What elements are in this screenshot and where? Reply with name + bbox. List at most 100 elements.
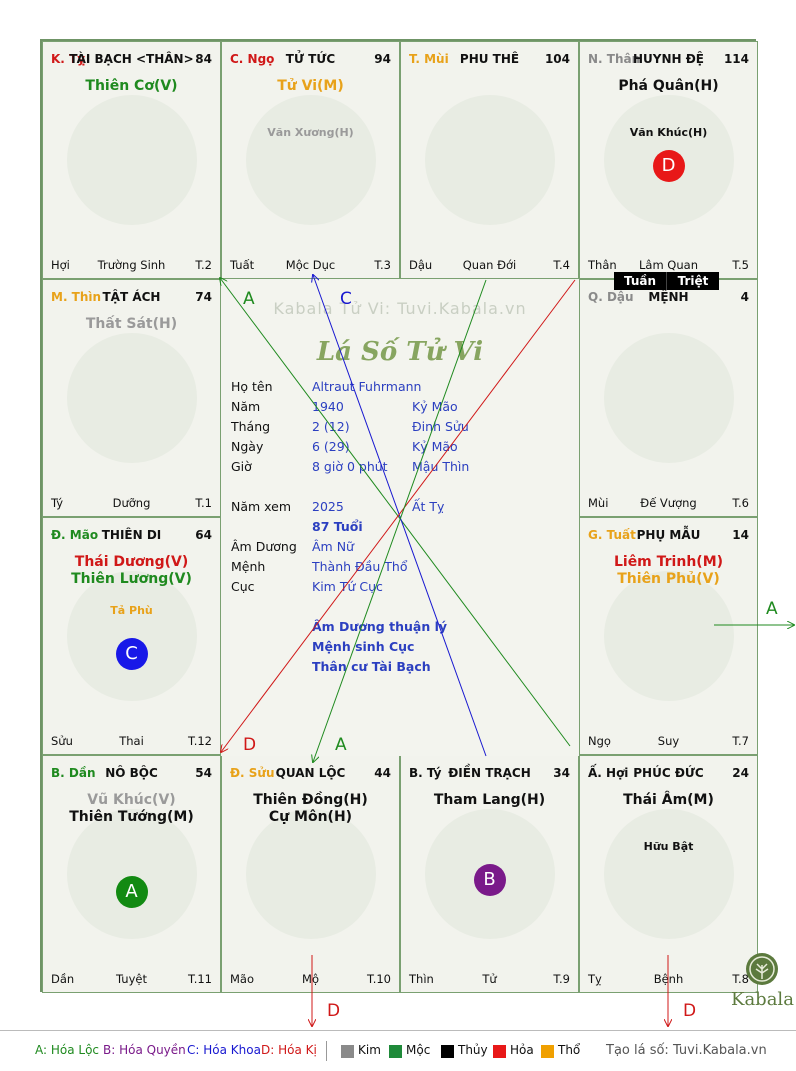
tho-swatch <box>541 1045 554 1058</box>
palace-number: 14 <box>732 528 749 542</box>
palace-stage: Trường Sinh <box>97 258 166 272</box>
palace-stage: Lâm Quan <box>639 258 698 272</box>
palace-term: T.2 <box>195 258 212 272</box>
palace-branch: Q. Dậu <box>588 290 634 304</box>
palace-branch: T. Mùi <box>409 52 449 66</box>
major-star: Vũ Khúc(V) <box>87 792 176 808</box>
palace-sub-branch: Tỵ <box>588 972 602 986</box>
palace-name: PHÚC ĐỨC <box>633 766 704 780</box>
zodiac-animal-icon <box>603 809 734 939</box>
zodiac-animal-icon <box>66 333 197 463</box>
palace-term: T.12 <box>188 734 212 748</box>
legend-tho: Thổ <box>558 1043 581 1057</box>
major-star: Thiên Đồng(H) <box>253 792 368 808</box>
palace-branch: Ấ. Hợi <box>588 766 629 780</box>
info-value: 87 Tuổi <box>312 519 363 534</box>
tree-icon <box>746 953 778 985</box>
info-can-chi: Ất Tỵ <box>412 499 445 514</box>
palace-sub-branch: Ngọ <box>588 734 611 748</box>
major-star: Thái Âm(M) <box>623 792 714 808</box>
major-star: Phá Quân(H) <box>618 78 719 94</box>
palace-stage: Tuyệt <box>116 972 147 986</box>
line-label-d3: D <box>683 1001 696 1021</box>
major-star: Thiên Lương(V) <box>71 571 192 587</box>
minor-star: Văn Khúc(H) <box>629 126 708 139</box>
minor-star: Văn Xương(H) <box>267 126 354 139</box>
info-can-chi: Mậu Thìn <box>412 459 470 474</box>
palace-stage: Mộc Dục <box>285 258 336 272</box>
palace-name: HUYNH ĐỆ <box>633 52 704 66</box>
major-star: Thiên Cơ(V) <box>85 78 178 94</box>
legend-divider <box>326 1041 327 1061</box>
palace-number: 4 <box>740 290 749 304</box>
major-star: Cự Môn(H) <box>268 809 353 825</box>
kabala-brand: Kabala <box>731 989 794 1010</box>
hoa-badge: B <box>473 864 506 896</box>
palace-name: QUAN LỘC <box>275 766 346 780</box>
palace-stage: Tử <box>482 972 497 986</box>
info-value: Thành Đầu Thổ <box>312 559 408 574</box>
palace-sub-branch: Tý <box>51 496 64 510</box>
legend-hoa-ki: D: Hóa Kị <box>261 1043 317 1057</box>
major-star: Thất Sát(H) <box>85 316 178 332</box>
hoa-swatch <box>493 1045 506 1058</box>
triet-marker: Triệt <box>666 272 719 290</box>
palace-stage: Quan Đới <box>462 258 517 272</box>
palace-term: T.6 <box>732 496 749 510</box>
info-value: Kim Tứ Cục <box>312 579 383 594</box>
palace-number: 44 <box>374 766 391 780</box>
watermark: Kabala Tử Vi: Tuvi.Kabala.vn <box>273 299 527 318</box>
info-label: Ngày <box>231 439 264 454</box>
palace-term: T.9 <box>553 972 570 986</box>
zodiac-animal-icon <box>66 809 197 939</box>
palace-term: T.10 <box>367 972 391 986</box>
info-can-chi: Đinh Sửu <box>412 419 469 434</box>
legend-hoa-quyen: B: Hóa Quyền <box>103 1043 186 1057</box>
palace-branch: Đ. Sửu <box>230 766 275 780</box>
palace-term: T.1 <box>195 496 212 510</box>
legend-moc: Mộc <box>406 1043 431 1057</box>
thuy-swatch <box>441 1045 454 1058</box>
legend-bar: A: Hóa Lộc B: Hóa Quyền C: Hóa Khoa D: H… <box>0 1030 796 1071</box>
zodiac-animal-icon <box>603 333 734 463</box>
palace-branch: M. Thìn <box>51 290 102 304</box>
kim-swatch <box>341 1045 354 1058</box>
palace-name: PHU THÊ <box>459 52 520 66</box>
info-value: 2025 <box>312 499 344 514</box>
palace-name: TẬT ÁCH <box>102 290 161 304</box>
palace-number: 94 <box>374 52 391 66</box>
center-note: Thân cư Tài Bạch <box>312 659 431 674</box>
info-can-chi: Kỷ Mão <box>412 439 458 454</box>
hoa-badge: A <box>115 876 148 908</box>
kabala-logo: Kabala <box>731 951 794 1021</box>
palace-sub-branch: Tuất <box>230 258 255 272</box>
palace-number: 54 <box>195 766 212 780</box>
info-label: Họ tên <box>231 379 273 394</box>
zodiac-animal-icon <box>66 571 197 701</box>
hoa-badge: C <box>115 638 148 670</box>
legend-site[interactable]: Tạo lá số: Tuvi.Kabala.vn <box>606 1043 767 1058</box>
zodiac-animal-icon <box>245 809 376 939</box>
info-label: Năm xem <box>231 499 292 514</box>
palace-stage: Đế Vượng <box>640 496 697 510</box>
palace-number: 24 <box>732 766 749 780</box>
info-label: Giờ <box>231 459 252 474</box>
info-value: 2 (12) <box>312 419 350 434</box>
legend-hoa-loc: A: Hóa Lộc <box>35 1043 100 1057</box>
palace-term: T.7 <box>732 734 749 748</box>
palace-branch: G. Tuất <box>588 528 636 542</box>
major-star: Thiên Tướng(M) <box>69 809 194 825</box>
palace-stage: Mộ <box>302 972 319 986</box>
